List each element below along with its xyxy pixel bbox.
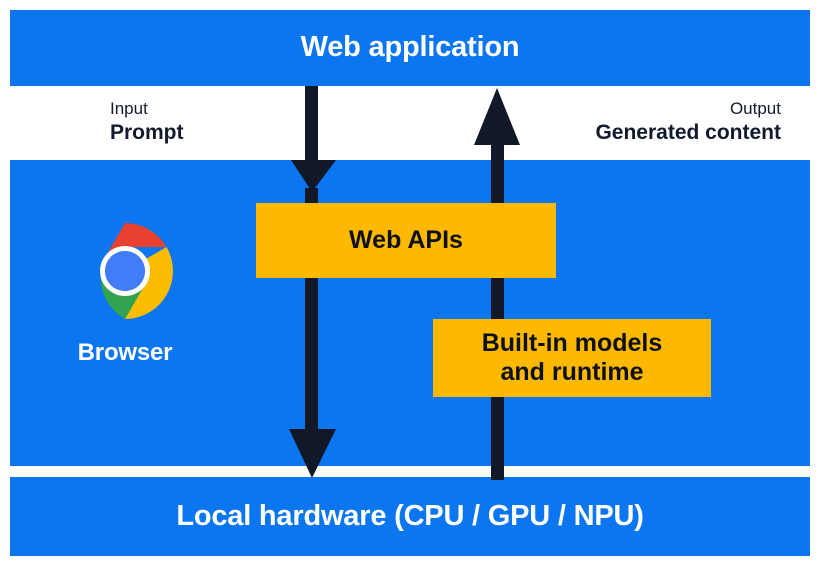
- layer-web-application: Web application: [10, 10, 810, 86]
- layer-web-application-label: Web application: [300, 31, 520, 64]
- layer-local-hardware-label: Local hardware (CPU / GPU / NPU): [176, 499, 644, 532]
- box-web-apis[interactable]: Web APIs: [256, 203, 556, 278]
- layer-local-hardware: Local hardware (CPU / GPU / NPU): [10, 477, 810, 556]
- layer-browser-label: Browser: [77, 339, 173, 366]
- flow-input-kind: Input: [110, 99, 148, 118]
- box-builtin-models[interactable]: Built-in models and runtime: [433, 319, 711, 397]
- chrome-logo-icon: [100, 222, 173, 320]
- browser-block: Browser: [58, 222, 192, 367]
- box-web-apis-label: Web APIs: [349, 225, 463, 254]
- flow-output-kind: Output: [729, 99, 781, 118]
- flow-output-value: Generated content: [595, 120, 781, 144]
- flow-label-output: Output Generated content: [595, 99, 781, 145]
- box-builtin-models-label: Built-in models and runtime: [481, 328, 663, 387]
- flow-input-value: Prompt: [110, 120, 184, 144]
- flow-label-input: Input Prompt: [110, 99, 184, 145]
